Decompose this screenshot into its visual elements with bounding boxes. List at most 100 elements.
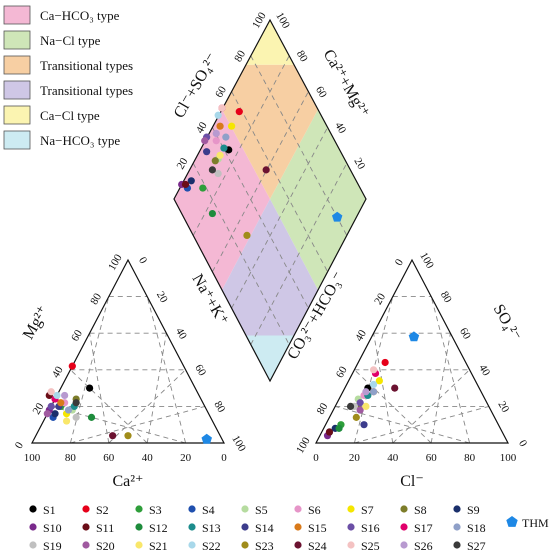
tick-label: 20 — [351, 156, 367, 172]
point-s26 — [61, 391, 69, 400]
point-s27 — [72, 399, 80, 407]
point-s23 — [124, 432, 132, 440]
tick-label: 80 — [294, 49, 310, 65]
tick-label: 100 — [106, 252, 125, 273]
tick-label: 80 — [464, 452, 476, 464]
tick-label: 40 — [353, 328, 369, 344]
tick-label: 0 — [221, 452, 227, 464]
tick-label: 80 — [88, 291, 104, 307]
point-s24 — [109, 432, 117, 440]
series-legend-marker — [453, 505, 461, 513]
point-s12 — [208, 209, 216, 218]
point-s18 — [64, 406, 73, 414]
series-legend-label: S11 — [96, 521, 114, 535]
point-s20 — [201, 137, 209, 145]
point-s21 — [216, 151, 224, 159]
tick-label: 20 — [495, 399, 511, 415]
series-legend-label: S18 — [467, 521, 486, 535]
point-s25 — [47, 388, 55, 396]
series-legend-marker — [347, 505, 355, 513]
point-s21 — [62, 417, 71, 425]
series-legend-marker — [400, 505, 408, 513]
series-legend-marker — [82, 505, 90, 513]
series-legend-marker — [29, 523, 37, 531]
tick-label: 20 — [349, 452, 361, 464]
point-s19 — [214, 169, 222, 178]
grid-line — [89, 333, 110, 444]
series-legend-label: S6 — [308, 503, 321, 517]
series-legend-label: S24 — [308, 539, 327, 553]
series-legend-label: S10 — [43, 521, 62, 535]
tick-label: 20 — [175, 156, 191, 172]
grid-line — [430, 296, 471, 444]
sample-points — [43, 104, 420, 444]
series-legend-marker — [188, 541, 196, 549]
series-legend-label: S27 — [467, 539, 486, 553]
series-legend-marker — [188, 505, 196, 513]
point-s22 — [370, 380, 378, 389]
point-s3 — [199, 184, 207, 192]
series-legend-marker — [82, 541, 90, 549]
point-s9 — [187, 177, 195, 185]
series-legend-label: S5 — [255, 503, 268, 517]
type-legend-label: Na−Cl type — [40, 33, 101, 48]
point-s18 — [370, 388, 378, 396]
series-legend-label: S25 — [361, 539, 380, 553]
series-legend-marker — [29, 541, 37, 549]
grid-line — [430, 333, 451, 444]
point-s2 — [235, 108, 243, 116]
grid-line — [146, 333, 167, 444]
point-s15 — [216, 122, 224, 130]
series-legend-marker — [347, 523, 355, 531]
series-legend-label: S13 — [202, 521, 221, 535]
region-transitional-upper — [222, 64, 318, 199]
tick-label: 100 — [417, 250, 436, 271]
type-legend-label: Na−HCO₃ type — [40, 133, 120, 148]
series-legend-label: S3 — [149, 503, 162, 517]
grid-line — [108, 369, 186, 444]
series-legend-label: S1 — [43, 503, 56, 517]
point-s7 — [228, 122, 236, 130]
tick-label: 80 — [65, 452, 77, 464]
point-s26 — [362, 388, 370, 396]
grid-line — [231, 91, 328, 273]
point-s18 — [222, 133, 230, 141]
axis-label-cl-so4: Cl⁻+SO₄²⁻ — [171, 50, 222, 121]
tick-label: 40 — [476, 363, 492, 379]
type-legend-label: Transitional types — [40, 83, 133, 98]
tick-label: 0 — [313, 452, 319, 464]
tick-label: 60 — [313, 84, 329, 100]
series-legend-marker — [400, 523, 408, 531]
point-s13 — [220, 144, 228, 152]
series-legend-label: S2 — [96, 503, 109, 517]
point-s23 — [243, 231, 251, 239]
series-legend-label: S23 — [255, 539, 274, 553]
type-legend-label: Ca−HCO₃ type — [40, 8, 120, 23]
point-s24 — [262, 166, 270, 174]
type-legend-swatch — [3, 130, 31, 150]
tick-label: 80 — [211, 399, 227, 415]
series-legend-label: S20 — [96, 539, 115, 553]
point-s27 — [346, 402, 355, 410]
point-s7 — [375, 377, 383, 385]
point-s1 — [86, 384, 94, 392]
tick-label: 60 — [192, 363, 208, 379]
type-legend-swatch — [3, 105, 31, 125]
tick-label: 40 — [142, 452, 154, 464]
tick-label: 60 — [69, 328, 85, 344]
point-s25 — [218, 104, 226, 112]
grid-line — [250, 55, 348, 236]
tick-label: 100 — [500, 452, 517, 464]
grid-line — [212, 91, 309, 273]
point-s15 — [57, 399, 65, 407]
point-s11 — [325, 428, 334, 436]
series-legend-marker — [241, 541, 249, 549]
grid-line — [392, 369, 470, 444]
tick-label: 80 — [315, 401, 331, 417]
tick-label: 80 — [438, 289, 454, 305]
tick-label: 20 — [180, 452, 192, 464]
grid-line — [212, 127, 309, 309]
tick-label: 40 — [173, 326, 189, 342]
